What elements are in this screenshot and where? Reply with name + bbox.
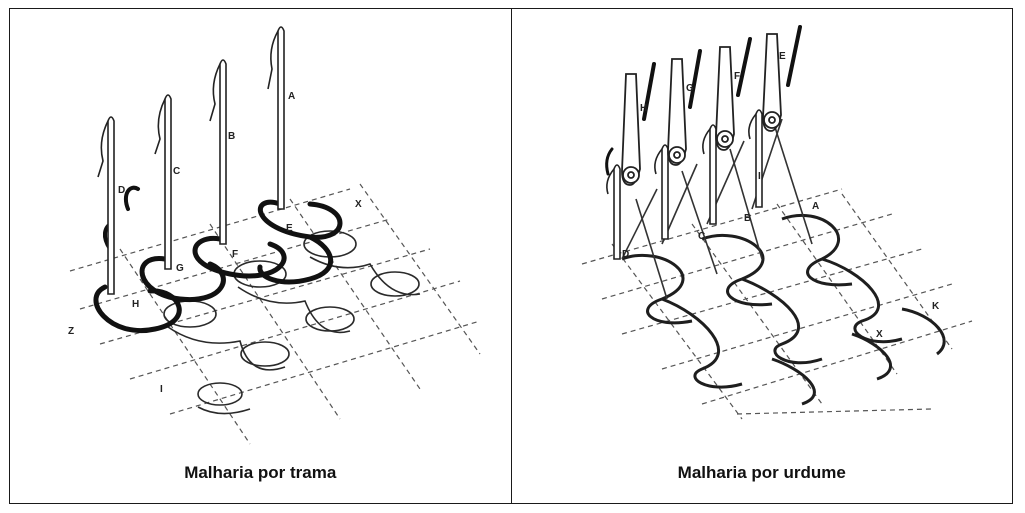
label-d: D [622, 249, 629, 260]
label-b: B [228, 131, 235, 142]
label-f: F [232, 249, 238, 260]
weft-caption: Malharia por trama [10, 463, 511, 483]
label-h: H [132, 299, 139, 310]
label-c: C [173, 166, 180, 177]
label-i: I [758, 171, 761, 182]
label-h: H [640, 103, 647, 114]
label-g: G [176, 263, 184, 274]
label-i: I [160, 384, 163, 395]
label-b: B [744, 213, 751, 224]
label-d: D [118, 185, 125, 196]
label-k: K [932, 301, 940, 312]
label-c: C [698, 231, 705, 242]
weft-grid-lines [70, 184, 480, 444]
label-e: E [779, 51, 786, 62]
label-a: A [812, 201, 819, 212]
label-x: X [876, 329, 883, 340]
warp-knitting-panel: A B C D E F G H I K X Malharia por urdum… [511, 9, 1013, 503]
weft-knitting-panel: A B C D E F G H I X Z Malharia por trama [10, 9, 511, 503]
figure-frame: A B C D E F G H I X Z Malharia por trama [9, 8, 1013, 504]
label-e: E [286, 223, 293, 234]
warp-fabric-loops [622, 215, 944, 404]
label-x: X [355, 199, 362, 210]
weft-needles [98, 27, 284, 294]
weft-fabric-loops [164, 231, 420, 414]
label-f: F [734, 71, 740, 82]
label-z: Z [68, 326, 74, 337]
label-g: G [686, 83, 694, 94]
warp-knitting-illustration: A B C D E F G H I K X [512, 9, 995, 505]
label-a: A [288, 91, 295, 102]
warp-caption: Malharia por urdume [512, 463, 1013, 483]
weft-knitting-illustration: A B C D E F G H I X Z [10, 9, 529, 505]
